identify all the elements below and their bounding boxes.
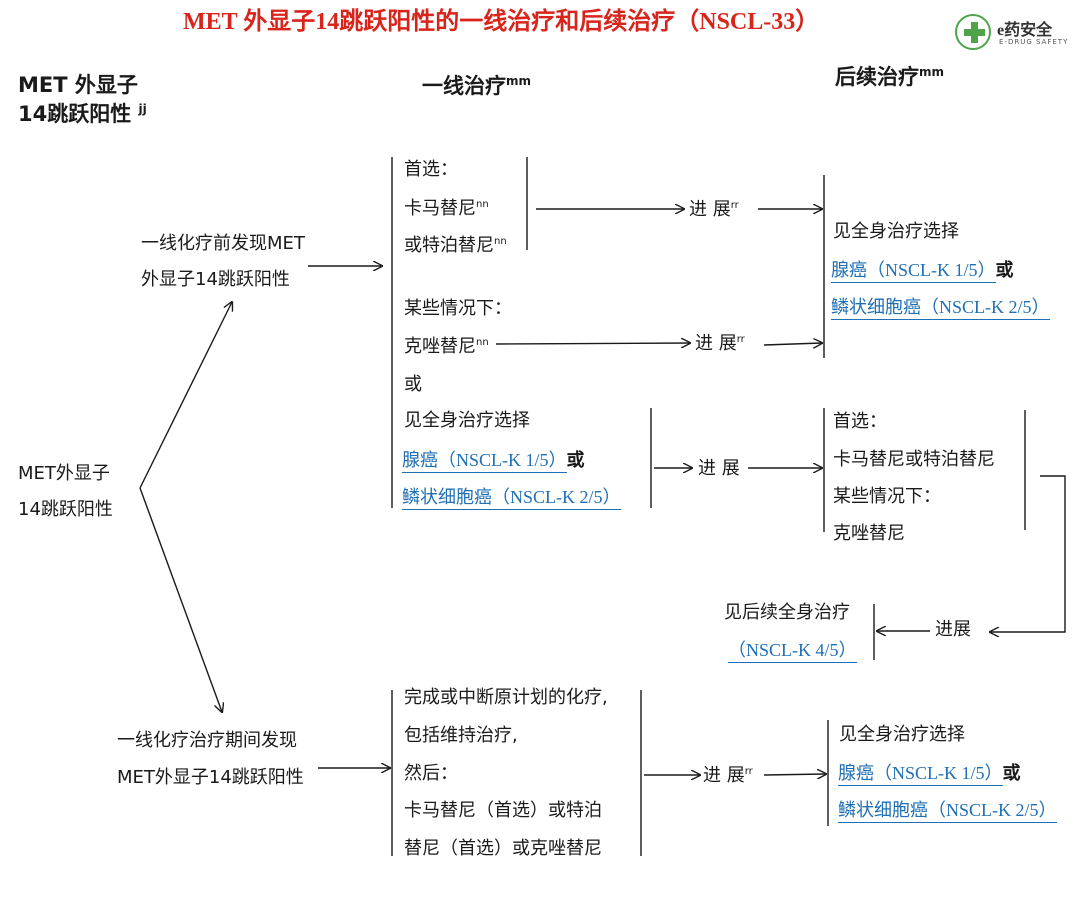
subsequent-b-crizotinib: 克唑替尼 [833,523,905,544]
arrow-root-to-before [139,302,232,489]
firstline-squamous-link[interactable]: 鳞状细胞癌（NSCL-K 2/5） [402,486,621,510]
subsequent-a-adeno-row: 腺癌（NSCL-K 1/5）或 [831,259,1014,283]
firstline-adeno-link[interactable]: 腺癌（NSCL-K 1/5） [402,450,567,473]
subsequent-b-preferred-label: 首选： [833,411,887,432]
arrow-p5-b [763,774,826,775]
logo-subtext: E-DRUG SAFETY [999,38,1069,46]
root-node-line1: MET外显子 [18,463,110,484]
firstline-drug-crizotinib: 克唑替尼nn [404,336,489,357]
subsequent-a-squamous-link[interactable]: 鳞状细胞癌（NSCL-K 2/5） [831,296,1050,320]
during-firstline-line3: 然后： [404,763,458,784]
progression-label-3: 进 展 [698,458,740,479]
logo-text: e药安全 [997,22,1053,39]
progression-label-5: 进 展rr [703,765,753,786]
header-col1-line1: MET 外显子 [18,73,138,97]
progression-label-1: 进 展rr [689,199,739,220]
during-firstline-line4: 卡马替尼（首选）或特泊 [404,800,602,821]
branch-during-line2: MET外显子14跳跃阳性 [117,767,304,788]
arrow-p4-loop [990,475,1066,632]
during-firstline-line2: 包括维持治疗, [404,725,518,746]
header-first-line: 一线治疗mm [422,74,532,98]
firstline-drug-tepotinib: 或特泊替尼nn [404,235,507,256]
medical-cross-icon [955,14,991,50]
subsequent-c-link[interactable]: （NSCL-K 4/5） [728,639,857,663]
subsequent-d-adeno-link[interactable]: 腺癌（NSCL-K 1/5） [838,763,1003,786]
progression-label-2: 进 展rr [695,333,745,354]
branch-during-line1: 一线化疗治疗期间发现 [117,730,297,751]
firstline-some-cases-label: 某些情况下： [404,298,512,319]
during-firstline-line5: 替尼（首选）或克唑替尼 [404,838,602,859]
firstline-drug-capmatinib: 卡马替尼nn [404,198,489,219]
branch-before-line2: 外显子14跳跃阳性 [141,269,290,290]
firstline-or: 或 [404,374,422,395]
firstline-preferred-label: 首选： [404,159,458,180]
subsequent-a-adeno-link[interactable]: 腺癌（NSCL-K 1/5） [831,260,996,283]
subsequent-d-systemic-label: 见全身治疗选择 [839,724,965,745]
progression-label-4: 进展 [935,619,971,640]
e-drug-safety-logo: e药安全 E-DRUG SAFETY [955,14,1073,52]
subsequent-d-adeno-row: 腺癌（NSCL-K 1/5）或 [838,762,1021,786]
root-node-line2: 14跳跃阳性 [18,499,113,520]
arrow-root-to-during [139,487,222,712]
firstline-systemic-label: 见全身治疗选择 [404,410,530,431]
subsequent-d-squamous-link[interactable]: 鳞状细胞癌（NSCL-K 2/5） [838,799,1057,823]
subsequent-c-label: 见后续全身治疗 [724,602,850,623]
during-firstline-line1: 完成或中断原计划的化疗, [404,687,608,708]
subsequent-b-drugs: 卡马替尼或特泊替尼 [833,449,995,470]
branch-before-line1: 一线化疗前发现MET [141,233,305,254]
subsequent-b-some-cases-label: 某些情况下： [833,486,941,507]
header-subsequent: 后续治疗mm [835,65,945,89]
firstline-adeno-row: 腺癌（NSCL-K 1/5）或 [402,449,585,473]
page-title: MET 外显子14跳跃阳性的一线治疗和后续治疗（NSCL-33） [183,9,820,35]
subsequent-a-systemic-label: 见全身治疗选择 [833,221,959,242]
arrow-p2-b [763,343,822,345]
header-col1-line2: 14跳跃阳性 jj [18,102,147,126]
arrow-p2-a [495,343,690,344]
